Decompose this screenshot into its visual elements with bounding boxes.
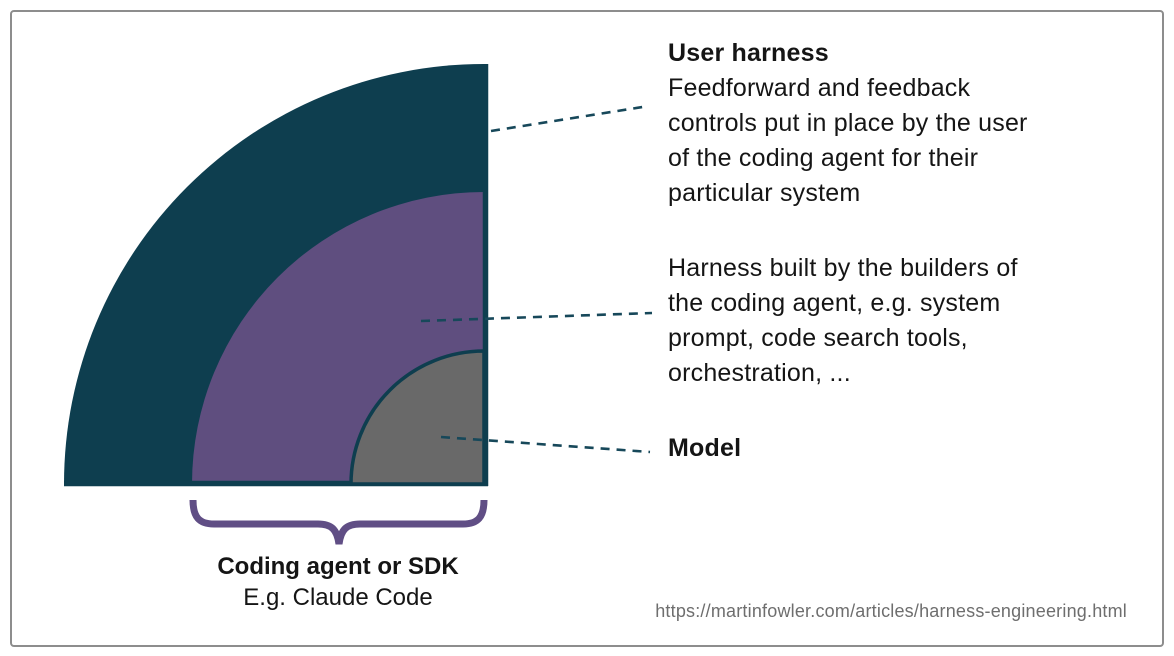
user-harness-line: particular system bbox=[668, 179, 861, 207]
brace-label: Coding agent or SDK E.g. Claude Code bbox=[168, 551, 508, 613]
brace-label-title: Coding agent or SDK bbox=[217, 553, 459, 580]
annotation-builder-harness: Harness built by the builders of the cod… bbox=[668, 251, 1018, 391]
annotation-user-harness: User harness Feedforward and feedback co… bbox=[668, 36, 1028, 211]
user-harness-line: of the coding agent for their bbox=[668, 144, 979, 172]
user-harness-line: Feedforward and feedback bbox=[668, 74, 971, 102]
user-harness-line: controls put in place by the user bbox=[668, 109, 1028, 137]
source-url: https://martinfowler.com/articles/harnes… bbox=[655, 601, 1127, 621]
user-harness-title: User harness bbox=[668, 39, 829, 67]
connector-model bbox=[440, 435, 651, 454]
builder-harness-line: the coding agent, e.g. system bbox=[668, 289, 1001, 317]
connector-builder-harness bbox=[420, 311, 653, 323]
inner-ring-model bbox=[349, 349, 486, 486]
brace-label-subtitle: E.g. Claude Code bbox=[243, 584, 433, 611]
builder-harness-line: Harness built by the builders of bbox=[668, 254, 1018, 282]
builder-harness-line: orchestration, ... bbox=[668, 359, 851, 387]
connector-user-harness bbox=[490, 104, 650, 133]
coding-agent-brace bbox=[189, 499, 488, 545]
annotation-model: Model bbox=[668, 434, 742, 462]
builder-harness-line: prompt, code search tools, bbox=[668, 324, 968, 352]
